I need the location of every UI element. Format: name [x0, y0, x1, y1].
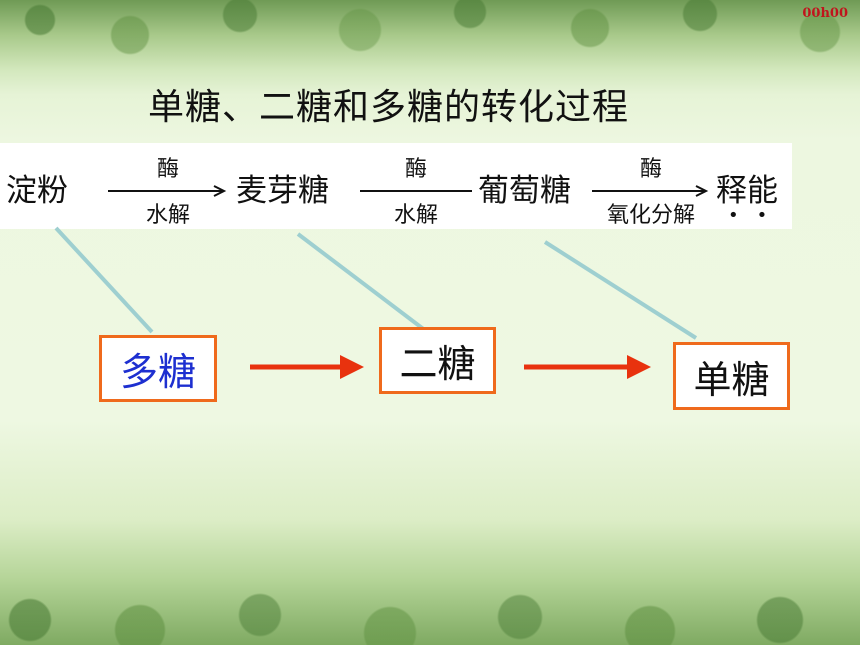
disaccharide-box: 二糖 — [379, 327, 496, 394]
condition-label: 水解 — [393, 203, 438, 228]
connector-line-starch — [54, 226, 154, 334]
connector-line-maltose — [296, 232, 428, 333]
node-starch: 淀粉 — [6, 173, 68, 209]
ellipsis-dots: •• — [728, 205, 786, 226]
condition-label: 水解 — [145, 203, 190, 228]
slide-title: 单糖、二糖和多糖的转化过程 — [148, 87, 630, 128]
reaction-flow: 淀粉 酶 水解 麦芽糖 酶 水解 葡萄糖 酶 氧化分解 释能 •• — [0, 143, 792, 229]
condition-label: 氧化分解 — [606, 203, 695, 228]
clover-background-top — [0, 0, 860, 90]
arrow-right-icon — [250, 355, 364, 379]
node-energy-release: 释能 — [716, 173, 778, 209]
reaction-line — [360, 190, 472, 192]
node-maltose: 麦芽糖 — [236, 173, 329, 209]
connector-line-glucose — [543, 240, 698, 340]
clover-background-bottom — [0, 525, 860, 645]
enzyme-label: 酶 — [639, 157, 662, 182]
arrow-right-icon — [592, 185, 709, 197]
reaction-arrow-2: 酶 水解 — [358, 151, 474, 228]
monosaccharide-box: 单糖 — [673, 342, 790, 410]
timer-label: 00h00 — [802, 6, 848, 21]
polysaccharide-box: 多糖 — [99, 335, 217, 402]
enzyme-label: 酶 — [404, 157, 427, 182]
arrow-right-icon — [524, 355, 651, 379]
reaction-arrow-1: 酶 水解 — [106, 151, 230, 228]
enzyme-label: 酶 — [156, 157, 179, 182]
node-glucose: 葡萄糖 — [478, 173, 571, 209]
reaction-arrow-3: 酶 氧化分解 — [590, 151, 712, 228]
arrow-right-icon — [108, 185, 227, 197]
